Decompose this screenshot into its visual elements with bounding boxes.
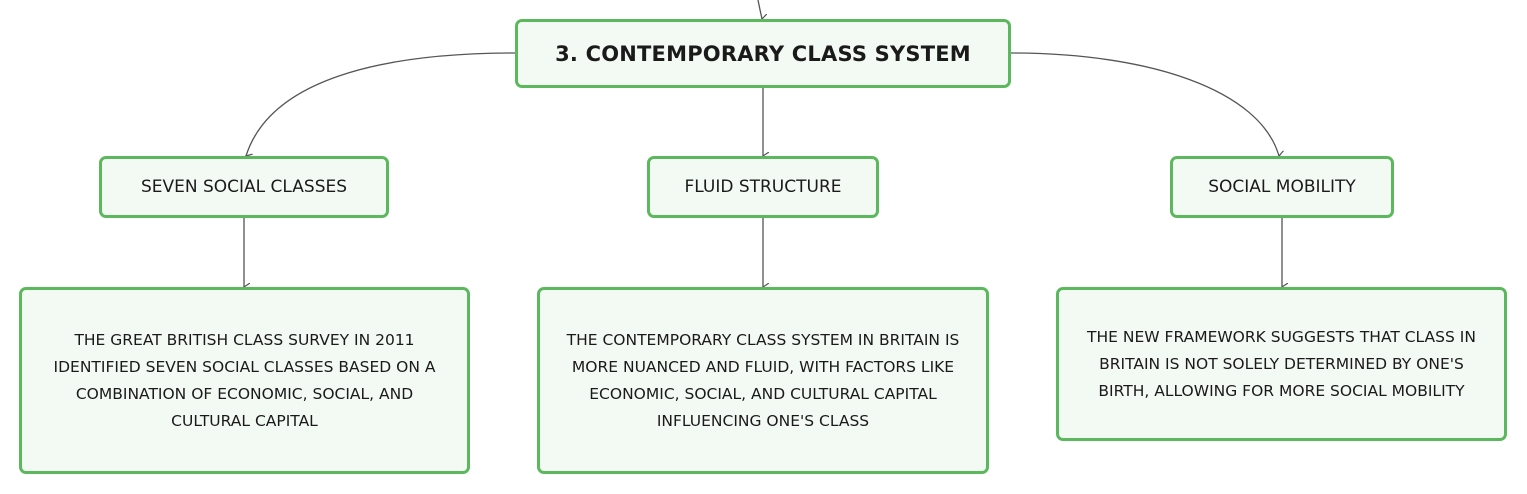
detail-node-text: THE NEW FRAMEWORK SUGGESTS THAT CLASS IN… — [1087, 327, 1476, 400]
connector-root-to-social-mobility — [1010, 52, 1279, 156]
detail-node-text: THE CONTEMPORARY CLASS SYSTEM IN BRITAIN… — [566, 330, 960, 430]
detail-node-seven-social-classes[interactable]: THE GREAT BRITISH CLASS SURVEY IN 2011 I… — [19, 287, 470, 474]
branch-node-social-mobility[interactable]: SOCIAL MOBILITY — [1170, 156, 1394, 218]
branch-node-fluid-structure[interactable]: FLUID STRUCTURE — [647, 156, 879, 218]
root-node-label: 3. CONTEMPORARY CLASS SYSTEM — [555, 41, 971, 66]
branch-node-label: SEVEN SOCIAL CLASSES — [140, 177, 348, 197]
detail-node-fluid-structure[interactable]: THE CONTEMPORARY CLASS SYSTEM IN BRITAIN… — [537, 287, 989, 474]
branch-node-label: FLUID STRUCTURE — [684, 177, 842, 197]
branch-node-label: SOCIAL MOBILITY — [1208, 177, 1356, 197]
connector-root-to-seven-social-classes — [246, 52, 516, 156]
branch-node-seven-social-classes[interactable]: SEVEN SOCIAL CLASSES — [99, 156, 389, 218]
connector-parent-to-root — [757, 0, 762, 19]
root-node[interactable]: 3. CONTEMPORARY CLASS SYSTEM — [515, 19, 1011, 88]
detail-node-social-mobility[interactable]: THE NEW FRAMEWORK SUGGESTS THAT CLASS IN… — [1056, 287, 1507, 441]
detail-node-text: THE GREAT BRITISH CLASS SURVEY IN 2011 I… — [53, 330, 436, 430]
